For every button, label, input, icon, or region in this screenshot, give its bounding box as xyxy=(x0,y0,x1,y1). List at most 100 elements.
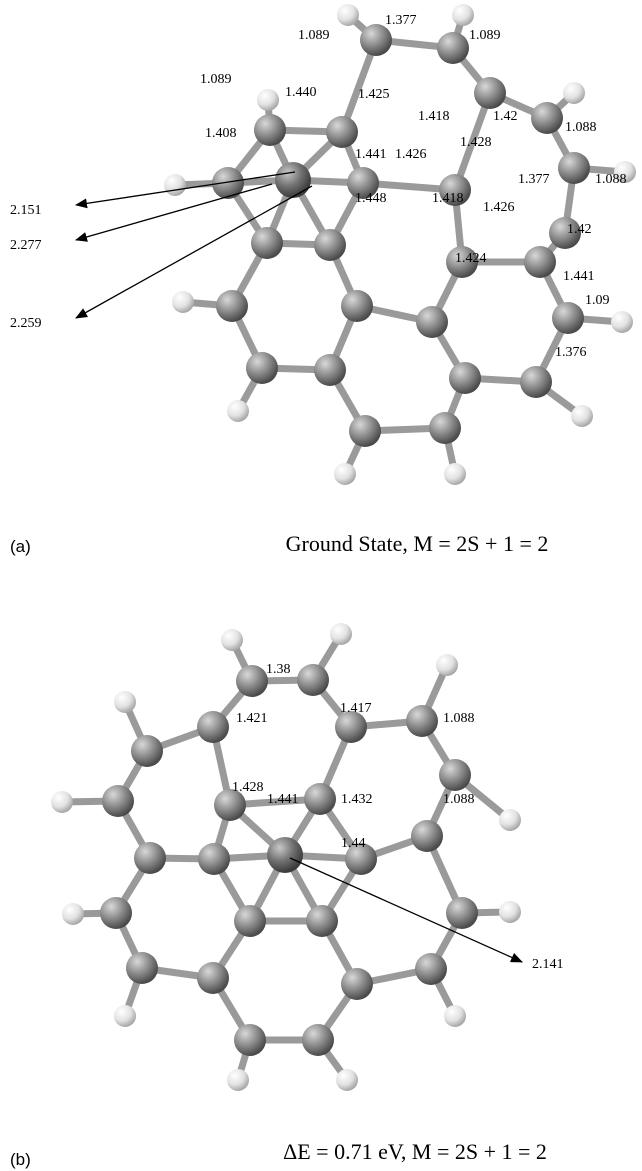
bond-label: 1.441 xyxy=(267,792,299,807)
hydrogen-atom xyxy=(571,405,593,427)
arrow-2277 xyxy=(75,183,273,242)
bond-label: 1.42 xyxy=(493,109,518,124)
bond-label: 1.428 xyxy=(232,780,264,795)
carbon-atom xyxy=(216,290,248,322)
hydrogen-atom xyxy=(114,691,136,713)
hydrogen-atom xyxy=(114,1005,136,1027)
hydrogen-atom xyxy=(611,311,633,333)
bond-label: 1.440 xyxy=(285,85,317,100)
hydrogen-atom xyxy=(62,903,84,925)
carbon-atom xyxy=(449,362,481,394)
bond-label: 1.44 xyxy=(341,836,366,851)
bond-label: 1.089 xyxy=(298,28,330,43)
bond-label: 1.088 xyxy=(443,711,475,726)
arrow-2259 xyxy=(75,185,313,319)
bond-label: 1.426 xyxy=(483,200,515,215)
carbon-atom xyxy=(234,905,266,937)
panel-a-bond-labels: 1.089 1.377 1.089 1.089 1.440 1.425 1.41… xyxy=(200,13,627,360)
hydrogen-atom xyxy=(334,463,356,485)
bond-label: 1.418 xyxy=(432,191,464,206)
distance-label: 2.259 xyxy=(10,316,42,331)
carbon-atom xyxy=(549,217,581,249)
carbon-atom xyxy=(246,352,278,384)
hydrogen-atom xyxy=(614,161,636,183)
carbon-atom xyxy=(100,897,132,929)
bond-label: 1.428 xyxy=(460,135,492,150)
hydrogen-atom xyxy=(257,89,279,111)
bond-label: 1.089 xyxy=(469,28,501,43)
panel-a-distance-labels: 2.151 2.277 2.259 xyxy=(10,203,42,331)
carbon-atom xyxy=(212,167,244,199)
hydrogen-atom xyxy=(51,791,73,813)
carbon-atom xyxy=(304,783,336,815)
carbon-atom xyxy=(411,820,443,852)
bond-label: 1.38 xyxy=(266,662,291,677)
carbon-atom xyxy=(297,664,329,696)
hydrogen-atom xyxy=(330,623,352,645)
metal-atom xyxy=(267,837,303,873)
hydrogen-atom xyxy=(221,629,243,651)
carbon-atom xyxy=(531,102,563,134)
hydrogen-atom xyxy=(164,174,186,196)
arrow-2151 xyxy=(75,171,296,209)
carbon-atom xyxy=(474,77,506,109)
hydrogen-atom xyxy=(227,1069,249,1091)
carbon-atom xyxy=(524,246,556,278)
hydrogen-atom xyxy=(436,654,458,676)
carbon-atom xyxy=(126,952,158,984)
bond-label: 1.448 xyxy=(355,191,387,206)
bond-label: 1.088 xyxy=(443,792,475,807)
hydrogen-atom xyxy=(444,1005,466,1027)
carbon-atom xyxy=(236,665,268,697)
carbon-atom xyxy=(341,968,373,1000)
panel-b-distance-labels: 2.141 xyxy=(532,957,564,972)
panel-b-bond-labels: 1.38 1.421 1.417 1.088 1.428 1.441 1.432… xyxy=(232,662,475,851)
panel-a-molecule xyxy=(164,4,636,485)
panel-b-distance-arrows xyxy=(289,857,523,963)
hydrogen-atom xyxy=(172,291,194,313)
carbon-atom xyxy=(214,789,246,821)
bond-label: 1.418 xyxy=(418,109,450,124)
carbon-atom xyxy=(314,354,346,386)
carbon-atom xyxy=(326,116,358,148)
bond-label: 1.432 xyxy=(341,792,373,807)
bond-label: 1.408 xyxy=(205,126,237,141)
bond-label: 1.421 xyxy=(236,711,268,726)
bond-label: 1.376 xyxy=(555,345,587,360)
bond-label: 1.441 xyxy=(355,147,387,162)
carbon-atom xyxy=(520,366,552,398)
carbon-atom xyxy=(446,897,478,929)
hydrogen-atom xyxy=(452,4,474,26)
carbon-atom xyxy=(234,1024,266,1056)
distance-label: 2.277 xyxy=(10,238,42,253)
hydrogen-atom xyxy=(227,400,249,422)
bond-label: 1.441 xyxy=(563,269,595,284)
carbon-atom xyxy=(102,785,134,817)
panel-a-bond xyxy=(451,89,494,194)
hydrogen-atom xyxy=(337,4,359,26)
carbon-atom xyxy=(314,229,346,261)
carbon-atom xyxy=(558,152,590,184)
hydrogen-atom xyxy=(336,1069,358,1091)
carbon-atom xyxy=(416,306,448,338)
panel-a-caption: Ground State, M = 2S + 1 = 2 xyxy=(286,531,549,556)
carbon-atom xyxy=(345,843,377,875)
panel-a-atoms xyxy=(164,4,636,485)
panel-b-atoms xyxy=(51,623,521,1091)
panel-b-tag: (b) xyxy=(10,1150,31,1169)
bond-label: 1.42 xyxy=(567,222,592,237)
hydrogen-atom xyxy=(563,82,585,104)
carbon-atom xyxy=(439,759,471,791)
carbon-atom xyxy=(415,953,447,985)
carbon-atom xyxy=(251,227,283,259)
carbon-atom xyxy=(131,735,163,767)
panel-a-tag: (a) xyxy=(10,537,31,556)
carbon-atom xyxy=(437,32,469,64)
carbon-atom xyxy=(302,1024,334,1056)
carbon-atom xyxy=(341,290,373,322)
carbon-atom xyxy=(406,705,438,737)
carbon-atom xyxy=(306,905,338,937)
bond-label: 1.424 xyxy=(455,251,487,266)
bond-label: 1.425 xyxy=(358,87,390,102)
